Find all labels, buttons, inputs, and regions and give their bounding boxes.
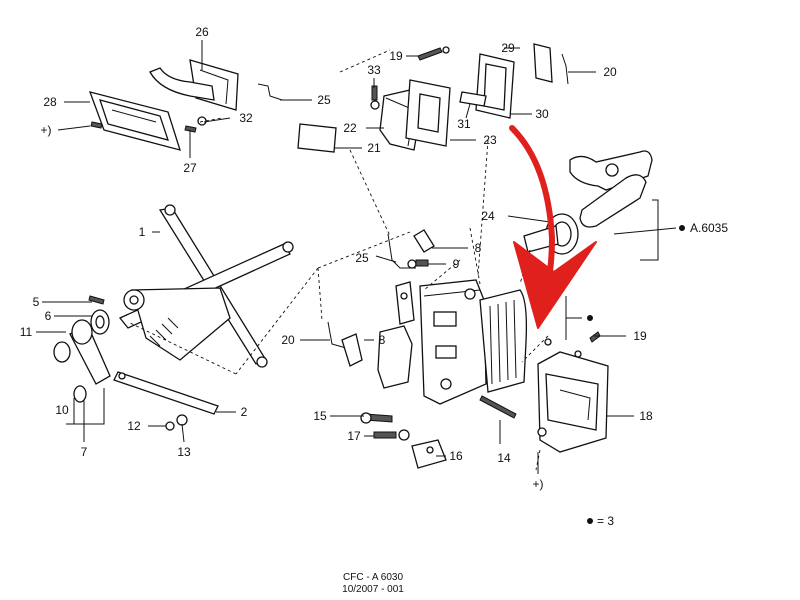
label-21: 21 xyxy=(367,141,381,155)
rod-25-top xyxy=(257,83,300,101)
knob-10 xyxy=(73,385,87,403)
label-20-top: 20 xyxy=(603,65,617,79)
label-33: 33 xyxy=(367,63,381,77)
label-6: 6 xyxy=(45,309,52,323)
label-15: 15 xyxy=(313,409,327,423)
clip-8-lower xyxy=(341,333,363,367)
label-7: 7 xyxy=(81,445,88,459)
label-a6035: A.6035 xyxy=(690,221,728,235)
label-24: 24 xyxy=(481,209,495,223)
label-23: 23 xyxy=(483,133,497,147)
rod-20-top xyxy=(561,53,569,85)
screw-19-top xyxy=(417,46,450,61)
label-10: 10 xyxy=(55,403,69,417)
screw-5 xyxy=(88,295,105,305)
keys xyxy=(569,150,653,228)
label-17: 17 xyxy=(347,429,361,443)
cover-plate-21 xyxy=(297,123,337,153)
footer-date: 10/2007 - 001 xyxy=(342,584,404,595)
label-plus-left: +) xyxy=(40,123,51,137)
label-2: 2 xyxy=(241,405,248,419)
bolt-15 xyxy=(360,412,393,424)
dashed-links xyxy=(127,49,549,471)
label-12: 12 xyxy=(127,419,141,433)
long-screw-14 xyxy=(479,395,517,419)
label-8-upper: 8 xyxy=(475,241,482,255)
label-plus-right: +) xyxy=(532,477,543,491)
inner-handle-lever xyxy=(149,59,239,111)
screw-plus-left xyxy=(90,121,103,129)
label-26: 26 xyxy=(195,25,209,39)
screw-27 xyxy=(184,116,207,133)
crank-handle-11 xyxy=(53,319,111,385)
bolt-33 xyxy=(370,85,380,110)
leader-lines xyxy=(36,40,677,474)
label-32: 32 xyxy=(239,111,253,125)
bullet-a6035 xyxy=(679,225,685,231)
inner-handle-bezel xyxy=(88,91,181,151)
latch-cover-ribbed xyxy=(479,289,528,393)
screw-19-right xyxy=(544,331,601,358)
gasket-23 xyxy=(405,79,451,147)
plate-16 xyxy=(411,439,447,469)
label-1: 1 xyxy=(139,225,146,239)
label-9: 9 xyxy=(453,257,460,271)
label-16: 16 xyxy=(449,449,463,463)
label-22: 22 xyxy=(343,121,357,135)
label-29: 29 xyxy=(501,41,515,55)
nut-12-13 xyxy=(165,414,188,431)
rod-25-middle xyxy=(387,233,416,269)
label-19-top: 19 xyxy=(389,49,403,63)
pad-29 xyxy=(533,43,553,83)
latch-body xyxy=(419,279,487,405)
label-25-top: 25 xyxy=(317,93,331,107)
label-20-left: 20 xyxy=(281,333,295,347)
label-30: 30 xyxy=(535,107,549,121)
label-31: 31 xyxy=(457,117,471,131)
outer-housing-18 xyxy=(537,351,609,453)
label-19-right: 19 xyxy=(633,329,647,343)
label-27: 27 xyxy=(183,161,197,175)
bullet-legend xyxy=(587,518,593,524)
rail-2 xyxy=(113,371,219,415)
label-8-lower: 8 xyxy=(379,333,386,347)
rod-20-left xyxy=(327,321,347,349)
regulator-sector xyxy=(123,287,231,361)
footer-code: CFC - A 6030 xyxy=(343,572,403,583)
bolt-9 xyxy=(407,259,429,269)
label-13: 13 xyxy=(177,445,191,459)
label-28: 28 xyxy=(43,95,57,109)
label-25-middle: 25 xyxy=(355,251,369,265)
latch-mount-plate xyxy=(377,281,415,389)
bolt-17 xyxy=(373,429,410,441)
label-18: 18 xyxy=(639,409,653,423)
label-14: 14 xyxy=(497,451,511,465)
clip-8-upper xyxy=(413,229,435,253)
label-5: 5 xyxy=(33,295,40,309)
label-11: 11 xyxy=(20,325,33,339)
bullet-latch xyxy=(587,315,593,321)
washer-6 xyxy=(90,309,110,335)
frame-30 xyxy=(459,53,515,119)
label-legend: = 3 xyxy=(597,514,614,528)
red-annotation-arrow xyxy=(509,125,597,329)
